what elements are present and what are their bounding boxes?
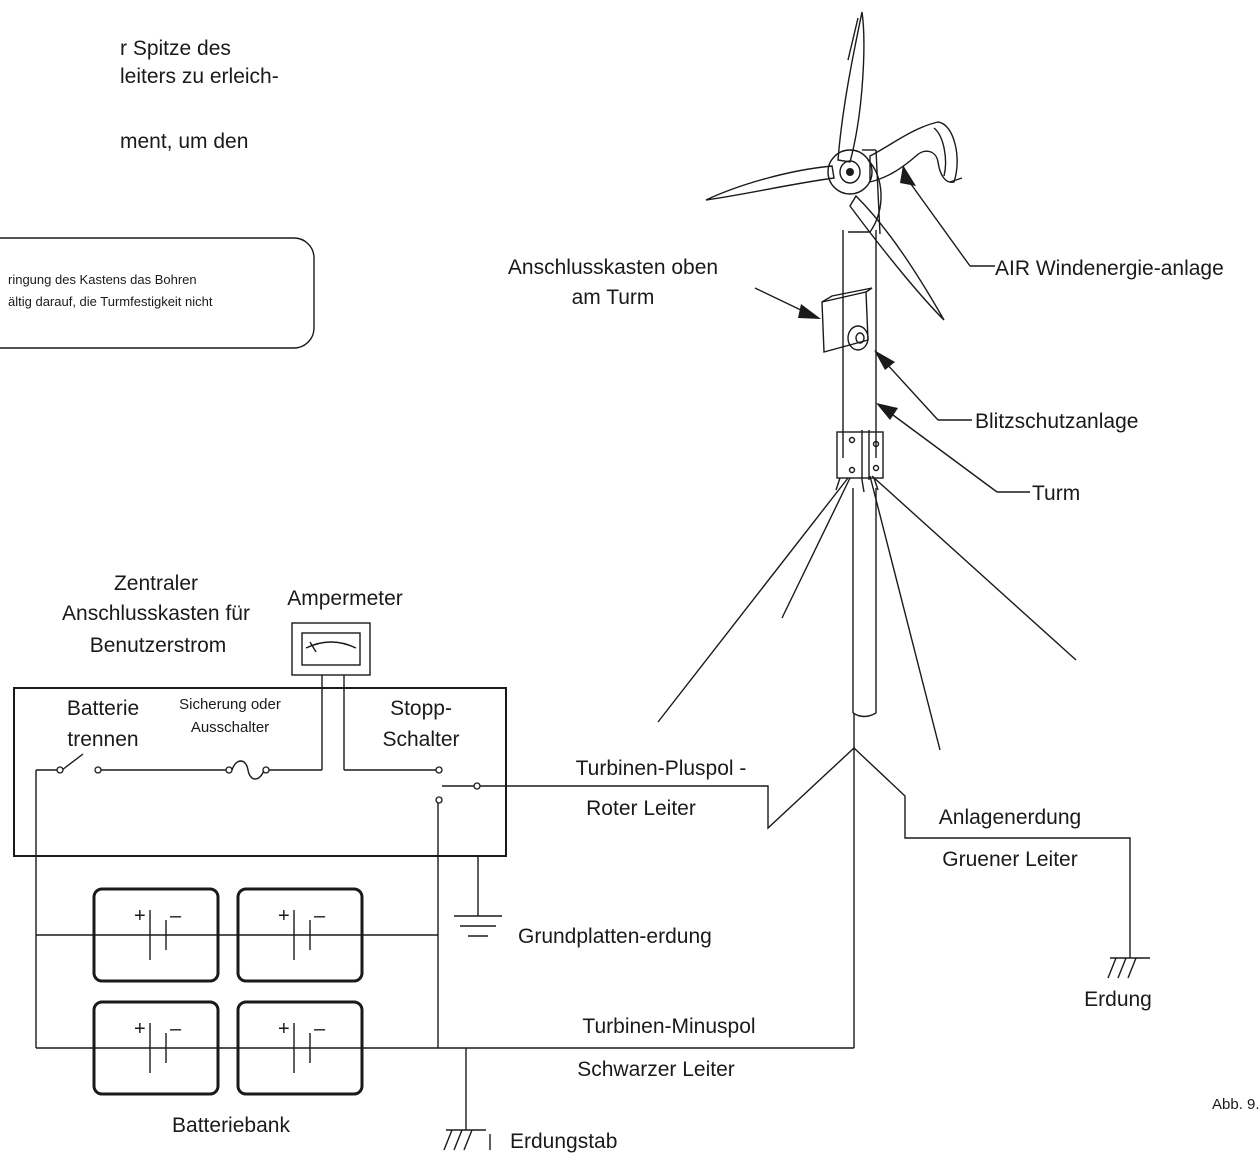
battery-3: + – (92, 1000, 220, 1096)
central-junction-box: Zentraler Anschlusskasten für Benutzerst… (13, 572, 507, 1048)
note-box-frame (0, 237, 315, 349)
intro-line-3: ment, um den (120, 130, 248, 153)
ammeter: Ampermeter (287, 587, 403, 770)
battery-bank: + – + – + – + – Batteriebank (35, 770, 854, 1137)
label-minus-line-2: Schwarzer Leiter (577, 1058, 735, 1081)
label-battery-disconnect-line-1: Batterie (67, 697, 139, 720)
label-central-box-line-3: Benutzerstrom (90, 634, 227, 657)
system-ground-wire (853, 747, 1131, 958)
wind-turbine (657, 11, 1077, 751)
label-ground-rod: Erdungstab (510, 1130, 617, 1153)
note-box: ringung des Kastens das Bohren ältig dar… (0, 237, 315, 349)
label-tower-box-line-1: Anschlusskasten oben (508, 256, 718, 279)
ground-rod: Erdungstab (443, 1048, 617, 1153)
label-system-ground-line-2: Gruener Leiter (942, 848, 1077, 871)
turbine-rotor (705, 11, 963, 321)
label-ammeter: Ampermeter (287, 587, 403, 610)
battery-2-plus: + (278, 905, 290, 927)
central-box-frame (13, 687, 507, 857)
callouts (754, 165, 1030, 493)
label-central-box-line-2: Anschlusskasten für (62, 602, 250, 625)
battery-3-minus: – (170, 1018, 182, 1040)
tower-junction-box (821, 287, 873, 353)
label-earth: Erdung (1084, 988, 1152, 1011)
fuse-symbol (231, 760, 265, 780)
note-line-2: ältig darauf, die Turmfestigkeit nicht (8, 294, 213, 309)
label-turbine: AIR Windenergie-anlage (995, 257, 1224, 280)
label-battery-bank: Batteriebank (172, 1114, 290, 1137)
label-lightning: Blitzschutzanlage (975, 410, 1138, 433)
battery-1-plus: + (134, 905, 146, 927)
battery-4-minus: – (314, 1018, 326, 1040)
label-central-box-line-1: Zentraler (114, 572, 198, 595)
tower-coupling (835, 430, 884, 493)
internal-wiring (36, 753, 481, 1048)
label-fuse-line-2: Ausschalter (191, 719, 269, 736)
battery-3-plus: + (134, 1018, 146, 1040)
earth-symbol: Erdung (1084, 957, 1152, 1011)
label-minus-line-1: Turbinen-Minuspol (582, 1015, 755, 1038)
battery-disconnect-switch (61, 753, 84, 771)
battery-1: + – (92, 887, 220, 983)
turbine-wires (480, 746, 1131, 1048)
tower-pipe (842, 230, 877, 748)
intro-text: r Spitze des leiters zu erleich- ment, u… (120, 37, 279, 153)
battery-4-plus: + (278, 1018, 290, 1040)
label-plus-line-1: Turbinen-Pluspol - (576, 757, 747, 780)
battery-4: + – (236, 1000, 364, 1096)
intro-line-2: leiters zu erleich- (120, 65, 279, 88)
note-line-1: ringung des Kastens das Bohren (8, 272, 197, 287)
label-tower: Turm (1032, 482, 1080, 505)
label-plus-line-2: Roter Leiter (586, 797, 696, 820)
figure-label: Abb. 9. (1212, 1096, 1260, 1113)
label-fuse-line-1: Sicherung oder (179, 696, 281, 713)
label-stop-switch-line-1: Stopp- (390, 697, 452, 720)
label-stop-switch-line-2: Schalter (382, 728, 459, 751)
label-system-ground-line-1: Anlagenerdung (939, 806, 1081, 829)
battery-2-minus: – (314, 905, 326, 927)
label-tower-box-line-2: am Turm (572, 286, 655, 309)
positive-wire (480, 746, 855, 1048)
label-plate-ground: Grundplatten-erdung (518, 925, 712, 948)
guy-wires (657, 475, 1077, 751)
plate-ground: Grundplatten-erdung (454, 856, 712, 948)
battery-2: + – (236, 887, 364, 983)
intro-line-1: r Spitze des (120, 37, 231, 60)
label-battery-disconnect-line-2: trennen (67, 728, 138, 751)
battery-1-minus: – (170, 905, 182, 927)
